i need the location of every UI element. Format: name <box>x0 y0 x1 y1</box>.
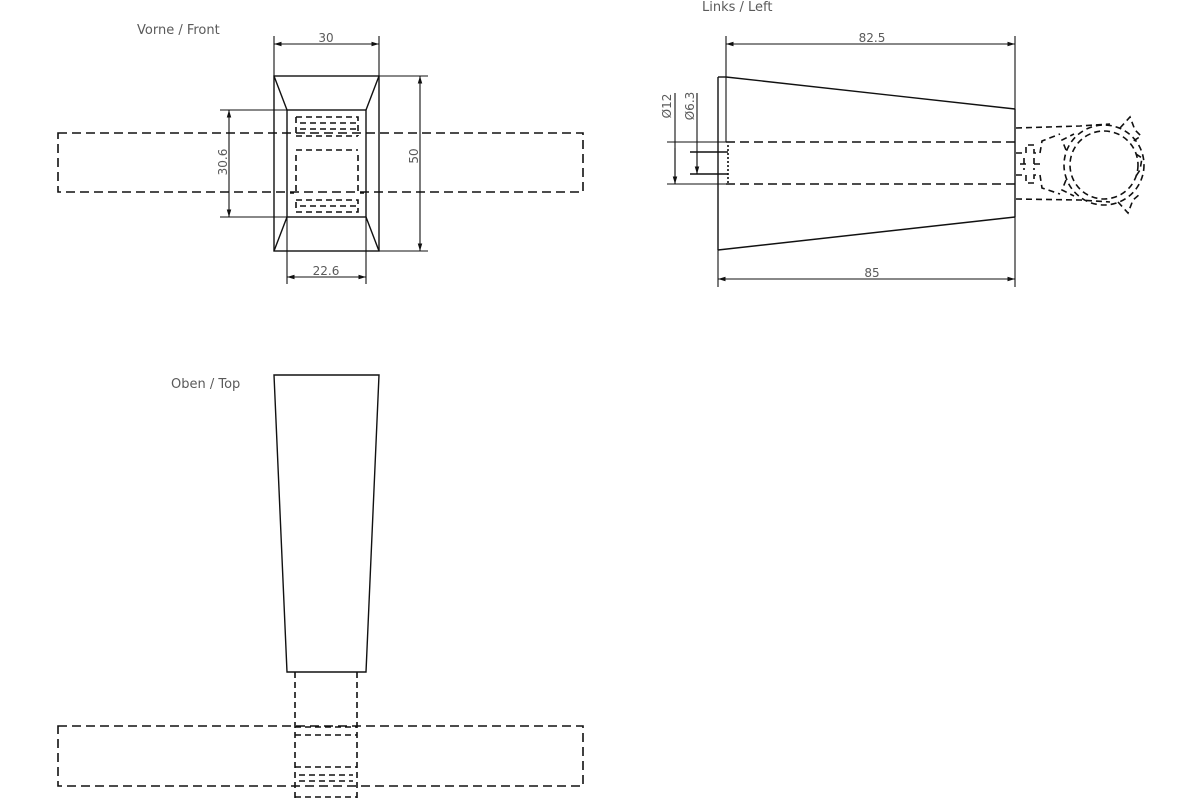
dim-left-dia-inner: Ø6.3 <box>683 92 700 174</box>
dim-front-inner-height: 30.6 <box>216 109 287 218</box>
front-hidden-clamp <box>290 116 364 213</box>
dim-front-width-bottom: 22.6 <box>286 217 367 284</box>
svg-text:82.5: 82.5 <box>859 31 886 45</box>
dim-left-length-bottom: 85 <box>717 217 1016 287</box>
front-hidden-bar <box>57 132 584 193</box>
top-view: Oben / Top <box>57 374 584 798</box>
top-view-title: Oben / Top <box>171 377 240 392</box>
front-view: Vorne / Front 30 <box>57 23 584 284</box>
top-hidden-bar <box>57 725 584 787</box>
dim-left-dia-outer: Ø12 <box>660 93 726 185</box>
svg-text:85: 85 <box>864 266 879 280</box>
svg-text:30: 30 <box>318 31 333 45</box>
dim-front-width-top: 30 <box>273 31 380 76</box>
svg-text:30.6: 30.6 <box>216 149 230 176</box>
dim-front-height: 50 <box>379 75 428 252</box>
svg-text:22.6: 22.6 <box>313 264 340 278</box>
left-view-title: Links / Left <box>702 0 773 15</box>
left-hidden-bore <box>690 141 1015 185</box>
left-outline <box>717 76 1016 251</box>
top-hidden-stem <box>294 672 358 798</box>
top-outline <box>273 374 380 673</box>
left-hidden-clamp <box>1015 115 1145 215</box>
svg-text:50: 50 <box>407 148 421 163</box>
left-view: Links / Left <box>660 0 1145 287</box>
svg-text:Ø6.3: Ø6.3 <box>683 92 697 121</box>
dim-left-length-top: 82.5 <box>725 31 1016 142</box>
front-view-title: Vorne / Front <box>137 23 220 38</box>
svg-text:Ø12: Ø12 <box>660 94 674 119</box>
front-outline <box>273 75 380 252</box>
